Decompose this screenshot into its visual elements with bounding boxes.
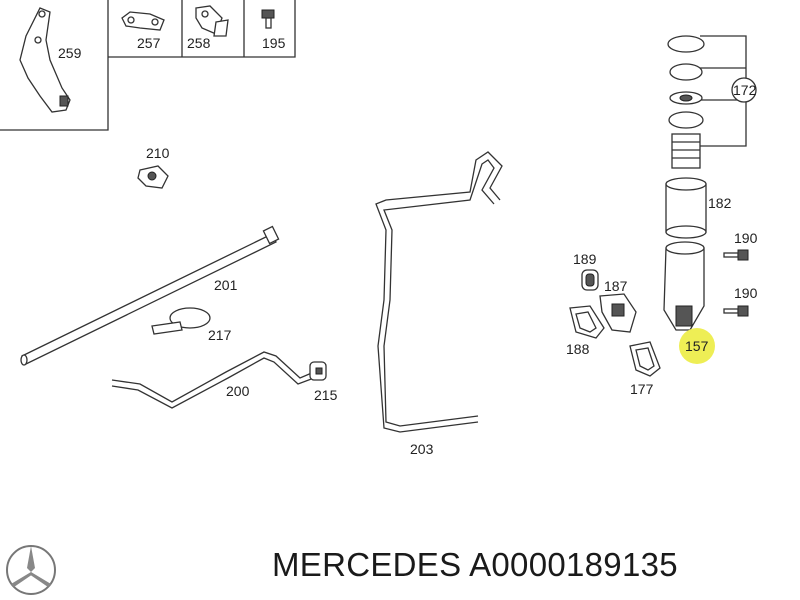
mercedes-star-icon [6,545,56,595]
flange-187 [599,293,637,333]
clip-215 [309,361,327,381]
label-189: 189 [573,251,597,267]
label-259: 259 [58,45,82,61]
bracket-259 [19,7,71,113]
inset-frame [0,0,296,131]
bolt-190-upper [723,249,749,261]
label-190-lower: 190 [734,285,758,301]
label-217: 217 [208,327,232,343]
brand-part-number: MERCEDES A0000189135 [272,546,678,583]
label-215: 215 [314,387,338,403]
rod-201 [20,225,280,366]
leader-172 [700,35,757,147]
label-200: 200 [226,383,250,399]
bolt-195 [261,9,275,29]
label-157: 157 [685,338,709,354]
label-257: 257 [137,35,161,51]
cap-stack-172 [667,35,705,169]
label-190-upper: 190 [734,230,758,246]
gasket-177 [629,341,661,377]
label-172: 172 [733,82,757,98]
housing-157 [663,241,715,364]
label-258: 258 [187,35,211,51]
strap-217 [151,307,211,335]
bolt-190-lower [723,305,749,317]
clip-210 [137,165,169,189]
label-210: 210 [146,145,170,161]
clip-257 [121,11,165,31]
clip-258 [195,5,229,37]
pipe-200 [111,351,315,409]
label-187: 187 [604,278,628,294]
label-188: 188 [566,341,590,357]
pipe-203 [375,151,503,433]
gasket-188 [569,305,605,339]
label-182: 182 [708,195,732,211]
filter-182 [665,177,707,239]
label-201: 201 [214,277,238,293]
seal-189 [581,269,599,291]
highlight-badge [679,328,715,364]
label-203: 203 [410,441,434,457]
label-177: 177 [630,381,654,397]
label-195: 195 [262,35,286,51]
